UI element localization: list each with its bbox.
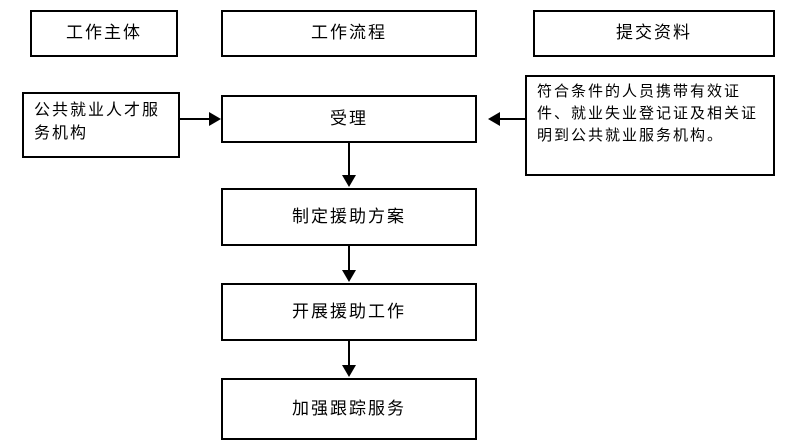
document-requirements-note: 符合条件的人员携带有效证件、就业失业登记证及相关证明到公共就业服务机构。 bbox=[525, 75, 775, 176]
header-work-entity: 工作主体 bbox=[30, 10, 178, 57]
arrow-right-icon bbox=[209, 112, 221, 126]
connector-line bbox=[499, 118, 527, 120]
flow-step-followup-service: 加强跟踪服务 bbox=[221, 378, 477, 440]
flow-step-formulate-plan: 制定援助方案 bbox=[221, 188, 477, 246]
connector-line bbox=[180, 118, 212, 120]
connector-line bbox=[348, 341, 350, 367]
flow-step-accept: 受理 bbox=[221, 95, 477, 143]
arrow-down-icon bbox=[342, 175, 356, 187]
connector-line bbox=[348, 246, 350, 272]
actor-public-employment-agency: 公共就业人才服务机构 bbox=[22, 92, 180, 158]
flow-step-carry-out-assistance: 开展援助工作 bbox=[221, 283, 477, 341]
arrow-down-icon bbox=[342, 270, 356, 282]
connector-line bbox=[348, 143, 350, 177]
header-submit-materials: 提交资料 bbox=[533, 10, 775, 57]
arrow-left-icon bbox=[488, 112, 500, 126]
arrow-down-icon bbox=[342, 365, 356, 377]
header-work-process: 工作流程 bbox=[221, 10, 477, 57]
